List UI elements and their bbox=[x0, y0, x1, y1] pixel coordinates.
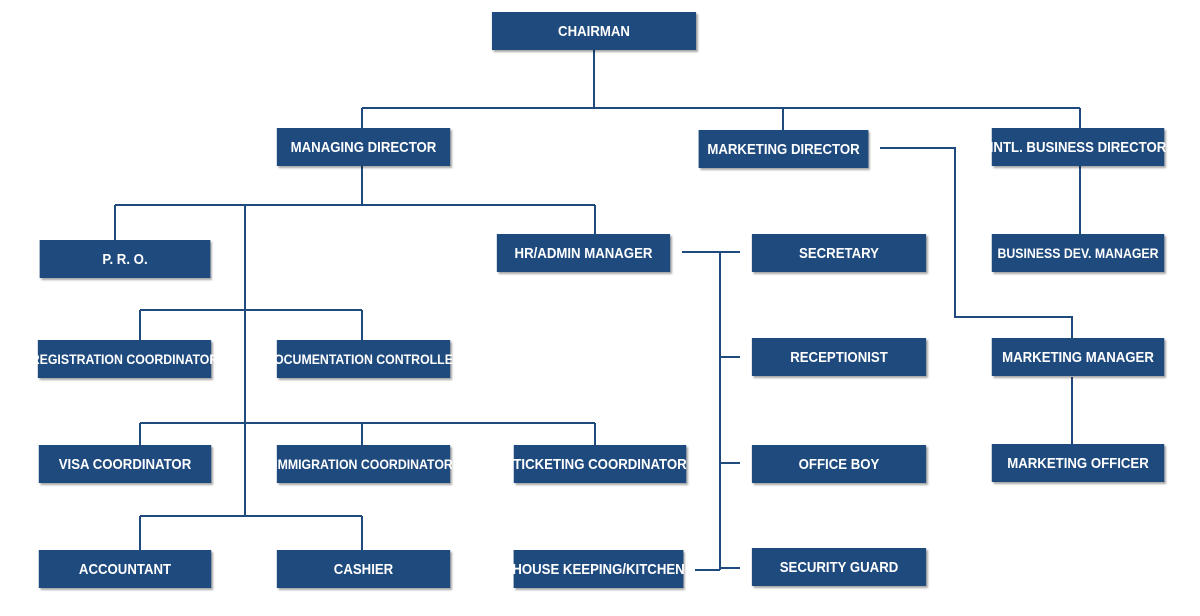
immigration-coordinator-box: IMMIGRATION COORDINATOR bbox=[274, 445, 453, 483]
documentation-controller-box: DOCUMENTATION CONTROLLER bbox=[265, 340, 462, 378]
registration-coordinator-box: REGISTRATION COORDINATOR bbox=[31, 340, 218, 378]
accountant-box: ACCOUNTANT bbox=[38, 550, 212, 588]
chairman-box: CHAIRMAN bbox=[491, 12, 697, 50]
security-guard-box: SECURITY GUARD bbox=[751, 548, 927, 586]
pro-box: P. R. O. bbox=[39, 240, 211, 278]
visa-coordinator-box: VISA COORDINATOR bbox=[38, 445, 212, 483]
office-boy-box: OFFICE BOY bbox=[751, 445, 927, 483]
house-keeping-kitchen-box: HOUSE KEEPING/KITCHEN bbox=[512, 550, 685, 588]
cashier-box: CASHIER bbox=[276, 550, 451, 588]
marketing-manager-box: MARKETING MANAGER bbox=[991, 338, 1165, 376]
business-dev-manager-box: BUSINESS DEV. MANAGER bbox=[991, 234, 1165, 272]
managing-director-box: MANAGING DIRECTOR bbox=[276, 128, 451, 166]
intl-business-director-box: INTL. BUSINESS DIRECTOR bbox=[990, 128, 1166, 166]
marketing-director-box: MARKETING DIRECTOR bbox=[698, 130, 869, 168]
ticketing-coordinator-box: TICKETING COORDINATOR bbox=[513, 445, 687, 483]
hr-admin-manager-box: HR/ADMIN MANAGER bbox=[496, 234, 671, 272]
receptionist-box: RECEPTIONIST bbox=[751, 338, 927, 376]
secretary-box: SECRETARY bbox=[751, 234, 927, 272]
marketing-officer-box: MARKETING OFFICER bbox=[991, 444, 1165, 482]
